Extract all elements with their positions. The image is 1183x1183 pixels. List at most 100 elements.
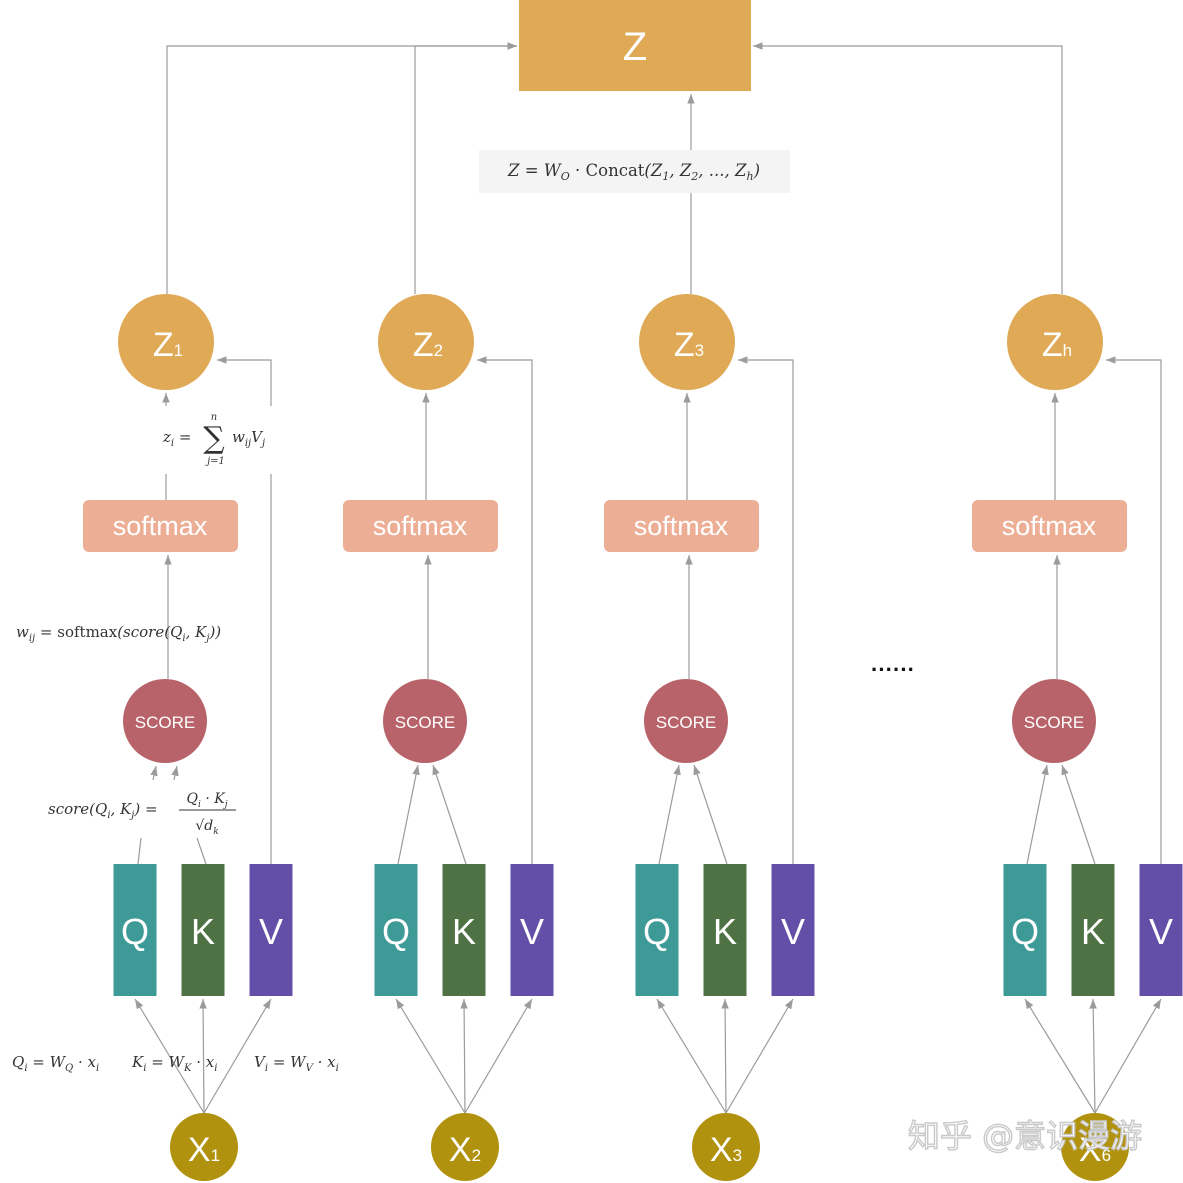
k-label-2: K [452, 911, 476, 952]
zi-formula: zi = ∑ n j=1 wijVj [162, 412, 265, 467]
arrow-v-to-z-2 [477, 356, 533, 864]
z-circle-2 [378, 294, 474, 390]
svg-text:∑: ∑ [203, 421, 225, 456]
score-label-3: SCORE [656, 713, 716, 732]
arrow-v-to-z-1 [217, 356, 272, 864]
arrow-x-to-k-1 [199, 998, 207, 1114]
svg-text:n: n [211, 412, 217, 423]
z-label-4: Zh [1042, 326, 1072, 364]
softmax-box-3 [604, 500, 759, 552]
x-circle-2 [431, 1113, 499, 1181]
z-circle-1 [118, 294, 214, 390]
output-z-label: Z [623, 25, 647, 69]
x-circle-4 [1061, 1113, 1129, 1181]
svg-text:zi =: zi = [162, 428, 191, 449]
z-circle-4 [1007, 294, 1103, 390]
k-to-score-line-1 [196, 837, 207, 865]
softmax-label-2: softmax [373, 511, 468, 541]
zi-formula-bg [160, 406, 278, 474]
x-label-4: X6 [1079, 1131, 1111, 1169]
svg-text:wijVj: wijVj [232, 428, 265, 449]
q-label-4: Q [1011, 911, 1039, 952]
score-label-1: SCORE [135, 713, 195, 732]
concat-formula: Z = WO · Concat(Z1, Z2, ..., Zh) [507, 161, 760, 183]
arrow-q-to-score-3 [658, 764, 681, 865]
arrow-v-to-z-3 [738, 356, 794, 864]
score-formula: score(Qi, Kj) = Qi · Kj √dk [48, 791, 236, 837]
v-label-2: V [520, 911, 544, 952]
q-box-3 [635, 864, 679, 996]
arrow-x-to-v-2 [464, 998, 533, 1114]
arrow-x-to-v-4 [1094, 998, 1162, 1114]
q-box-2 [374, 864, 418, 996]
svg-text:j=1: j=1 [205, 456, 225, 467]
x-label-1: X1 [188, 1131, 220, 1169]
score-label-2: SCORE [395, 713, 455, 732]
arrow-k-to-score-2 [432, 764, 467, 865]
svg-text:√dk: √dk [195, 818, 218, 837]
k-label-4: K [1081, 911, 1105, 952]
score-circle-2 [383, 679, 467, 763]
arrow-x-to-q-1 [134, 998, 205, 1114]
q-label-2: Q [382, 911, 410, 952]
v-box-1 [249, 864, 293, 996]
softmax-box-4 [972, 500, 1127, 552]
x-label-3: X3 [710, 1131, 742, 1169]
score-circle-3 [644, 679, 728, 763]
arrow-x-to-q-3 [656, 998, 727, 1114]
arrow-q-to-score-1 [150, 765, 158, 781]
wij-formula: wij = softmax(score(Qi, Kj)) [16, 623, 221, 644]
k-label-1: K [191, 911, 215, 952]
v-box-3 [771, 864, 815, 996]
watermark: 知乎 @意识漫游 [908, 1117, 1142, 1155]
q-formula: Qi = WQ · xi [12, 1053, 99, 1074]
arrow-z1-to-output [166, 42, 517, 294]
arrow-k-to-score-4 [1061, 764, 1096, 865]
x-label-2: X2 [449, 1131, 481, 1169]
q-label-3: Q [643, 911, 671, 952]
svg-text:score(Qi, Kj) =: score(Qi, Kj) = [48, 800, 158, 821]
k-formula: Ki = WK · xi [131, 1053, 217, 1074]
v-formula: Vi = WV · xi [254, 1053, 339, 1074]
q-label-1: Q [121, 911, 149, 952]
score-circle-4 [1012, 679, 1096, 763]
k-box-1 [181, 864, 225, 996]
v-box-4 [1139, 864, 1183, 996]
v-label-4: V [1149, 911, 1173, 952]
x-circle-3 [692, 1113, 760, 1181]
q-box-4 [1003, 864, 1047, 996]
x-circle-1 [170, 1113, 238, 1181]
connector-lines [134, 42, 1162, 1114]
output-z-box [519, 0, 751, 91]
svg-text:Qi · Kj: Qi · Kj [187, 791, 228, 810]
z-label-1: Z1 [153, 326, 183, 364]
arrow-q-to-score-2 [397, 764, 420, 865]
k-label-3: K [713, 911, 737, 952]
k-box-4 [1071, 864, 1115, 996]
arrow-q-to-score-4 [1026, 764, 1049, 865]
arrow-k-to-score-3 [693, 764, 728, 865]
arrow-x-to-q-2 [395, 998, 466, 1114]
softmax-box-1 [83, 500, 238, 552]
z-circle-3 [639, 294, 735, 390]
q-box-1 [113, 864, 157, 996]
score-circle-1 [123, 679, 207, 763]
v-label-1: V [259, 911, 283, 952]
ellipsis: ······ [871, 657, 915, 682]
v-box-2 [510, 864, 554, 996]
v-label-3: V [781, 911, 805, 952]
q-to-score-line-1 [137, 837, 142, 865]
softmax-label-4: softmax [1002, 511, 1097, 541]
arrow-z2-to-output [414, 42, 517, 294]
concat-formula-box [479, 150, 790, 193]
z-label-2: Z2 [413, 326, 443, 364]
k-box-2 [442, 864, 486, 996]
k-box-3 [703, 864, 747, 996]
softmax-label-1: softmax [113, 511, 208, 541]
arrow-v-to-z-4 [1106, 356, 1162, 864]
arrow-zh-to-output [753, 42, 1063, 294]
arrow-k-to-score-1 [171, 765, 179, 781]
